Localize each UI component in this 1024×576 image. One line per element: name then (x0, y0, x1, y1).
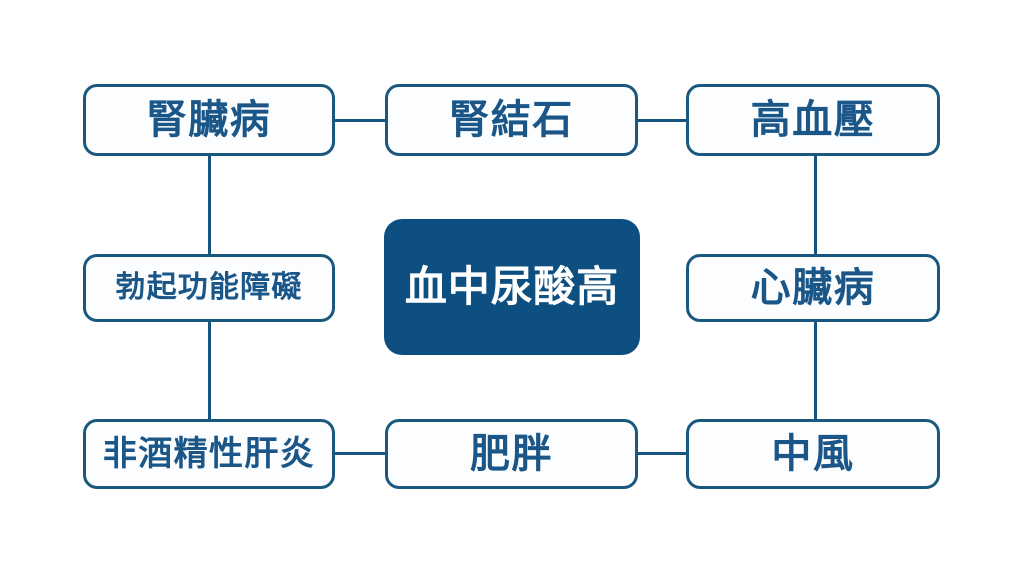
node-label: 腎結石 (449, 97, 574, 143)
node-stroke[interactable]: 中風 (686, 419, 940, 489)
connector-kidney-disease-erectile-dysfunction (208, 156, 211, 256)
node-hyperuricemia-center[interactable]: 血中尿酸高 (384, 219, 640, 355)
node-label: 中風 (771, 431, 855, 477)
node-label: 血中尿酸高 (404, 262, 620, 311)
node-heart-disease[interactable]: 心臟病 (686, 254, 940, 322)
node-label: 腎臟病 (146, 97, 272, 143)
node-label: 肥胖 (469, 431, 554, 477)
connector-nonalcoholic-hepatitis-obesity (333, 452, 387, 455)
connector-hypertension-heart-disease (814, 156, 817, 256)
node-label: 勃起功能障礙 (115, 270, 303, 305)
connector-erectile-dysfunction-nonalcoholic-hepatitis (208, 320, 211, 420)
connector-heart-disease-stroke (814, 320, 817, 420)
node-kidney-stones[interactable]: 腎結石 (385, 84, 638, 156)
connector-obesity-stroke (636, 452, 688, 455)
node-nonalcoholic-hepatitis[interactable]: 非酒精性肝炎 (83, 419, 335, 489)
node-label: 心臟病 (750, 265, 876, 311)
node-kidney-disease[interactable]: 腎臟病 (83, 84, 335, 156)
node-label: 非酒精性肝炎 (102, 434, 316, 474)
connector-kidney-disease-kidney-stones (333, 119, 387, 122)
node-label: 高血壓 (750, 97, 876, 143)
connector-kidney-stones-hypertension (636, 119, 688, 122)
node-erectile-dysfunction[interactable]: 勃起功能障礙 (83, 254, 335, 322)
node-hypertension[interactable]: 高血壓 (686, 84, 940, 156)
node-obesity[interactable]: 肥胖 (385, 419, 638, 489)
